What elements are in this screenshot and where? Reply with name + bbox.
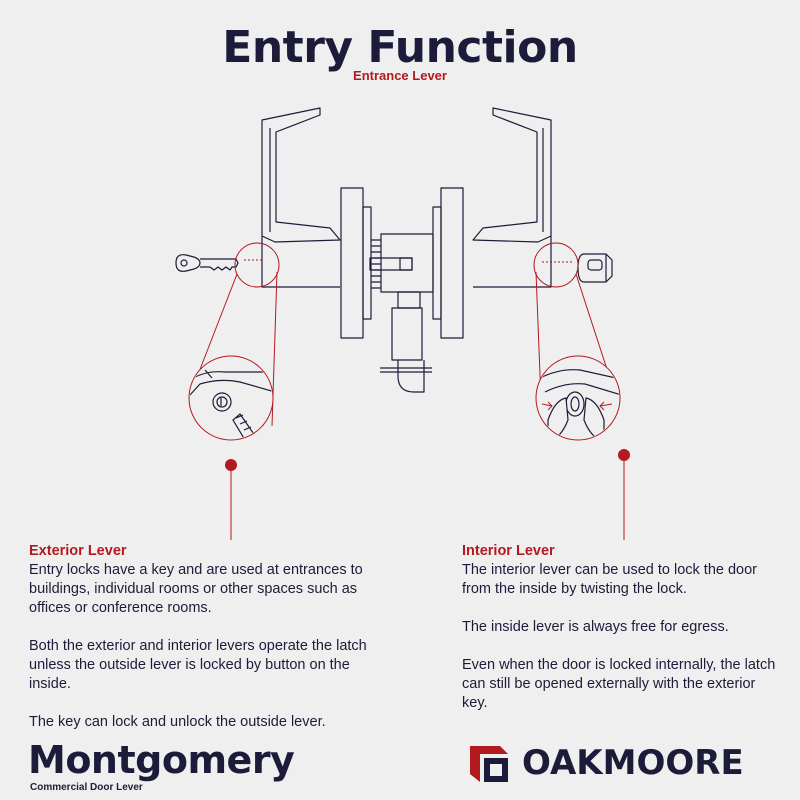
- interior-lever-section: Interior Lever The interior lever can be…: [462, 542, 782, 732]
- product-name: Montgomery: [28, 738, 295, 782]
- interior-detail-zoom: [535, 355, 621, 441]
- latch-body: [369, 233, 434, 393]
- exterior-paragraph: Entry locks have a key and are used at e…: [29, 562, 363, 616]
- left-lever: [261, 107, 341, 288]
- oakmoore-logo-icon: [470, 746, 508, 782]
- product-branding: Montgomery Commercial Door Lever: [28, 738, 295, 793]
- interior-pointer-dot: [618, 449, 630, 461]
- key-icon: [175, 254, 239, 272]
- interior-paragraph: The inside lever is always free for egre…: [462, 619, 729, 635]
- right-chassis: [432, 206, 442, 320]
- exterior-pointer-dot: [225, 459, 237, 471]
- exterior-paragraph: Both the exterior and interior levers op…: [29, 638, 367, 692]
- interior-paragraph: The interior lever can be used to lock t…: [462, 562, 757, 597]
- right-lever: [472, 107, 552, 288]
- exterior-detail-zoom: [188, 355, 274, 441]
- exterior-detail-marker: [234, 242, 280, 288]
- thumb-turn-icon: [577, 253, 613, 283]
- page-subtitle: Entrance Lever: [353, 68, 447, 83]
- brand-name: OAKMOORE: [522, 743, 744, 783]
- left-rose: [340, 187, 364, 339]
- interior-paragraph: Even when the door is locked internally,…: [462, 657, 776, 711]
- interior-lever-heading: Interior Lever: [462, 543, 555, 559]
- exterior-lever-section: Exterior Lever Entry locks have a key an…: [29, 542, 389, 751]
- interior-detail-marker: [533, 242, 579, 288]
- exterior-lever-heading: Exterior Lever: [29, 543, 127, 559]
- page-title: Entry Function: [222, 22, 578, 73]
- brand-logo: OAKMOORE: [470, 742, 744, 784]
- product-tagline: Commercial Door Lever: [30, 782, 143, 793]
- left-chassis: [362, 206, 372, 320]
- exterior-paragraph: The key can lock and unlock the outside …: [29, 714, 326, 730]
- right-rose: [440, 187, 464, 339]
